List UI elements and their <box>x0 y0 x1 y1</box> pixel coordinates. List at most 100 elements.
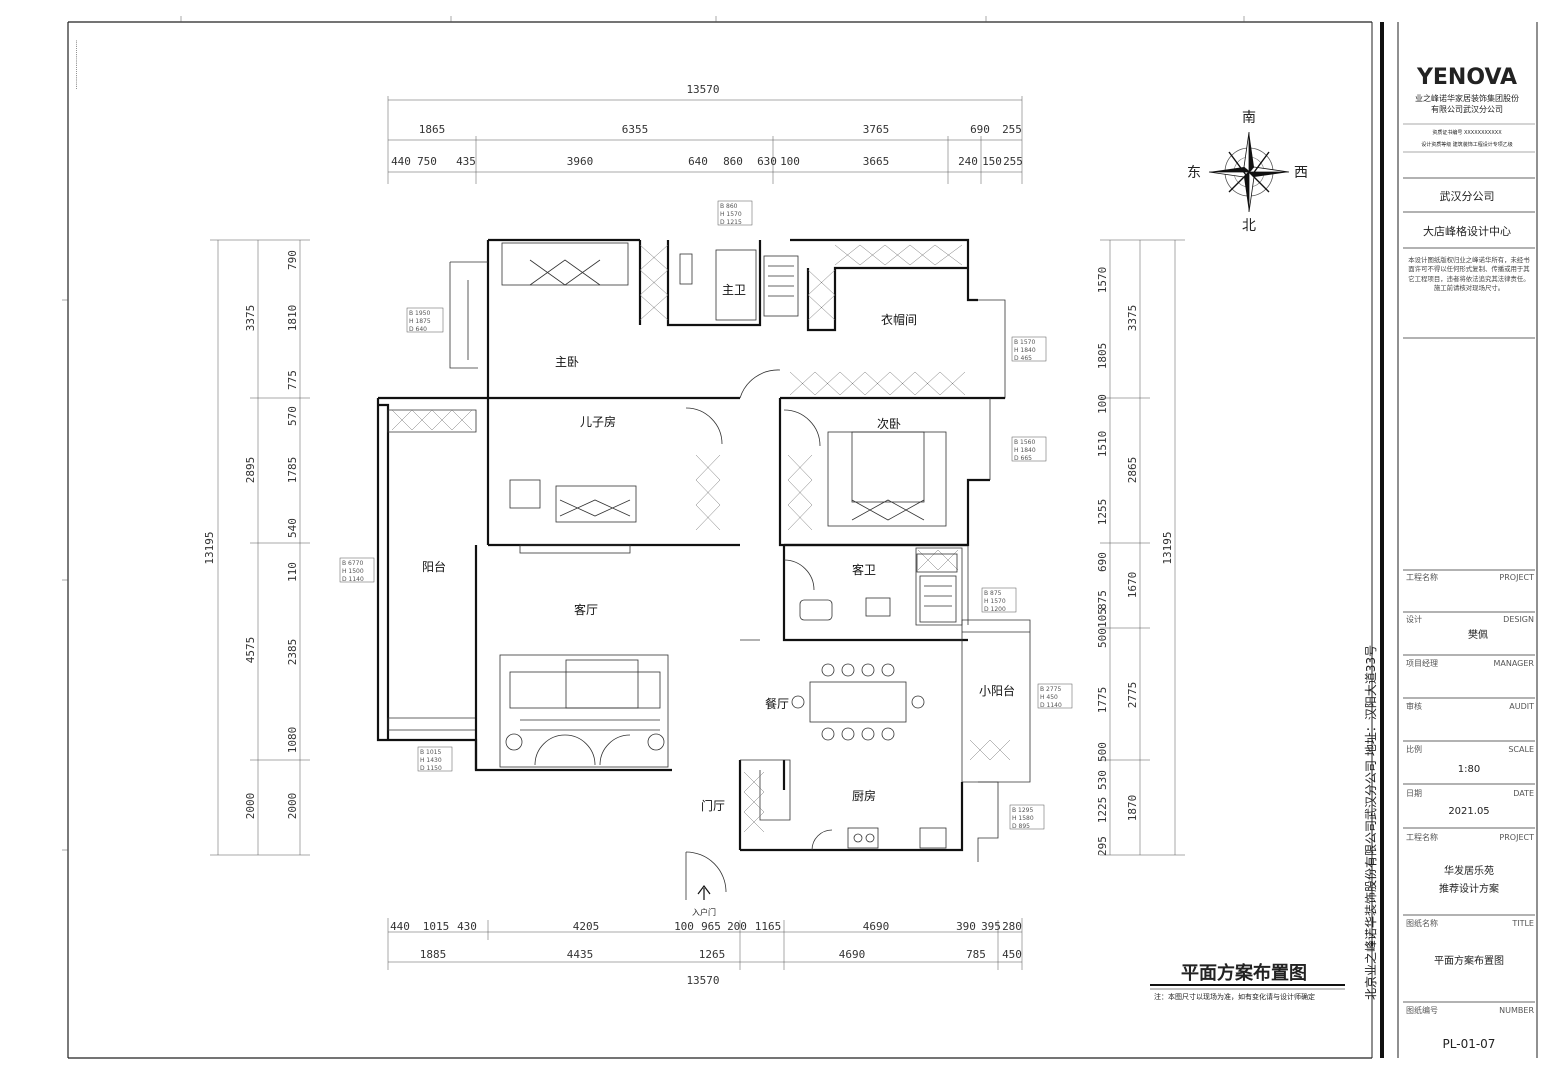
bottom2-dim-6: 450 <box>1002 948 1022 961</box>
top-dimensions: 13570 1865 6355 3765 690 255 440 750 435… <box>387 83 1023 184</box>
right-dimensions: 13195 3375 2865 1670 2775 1870 1570 1805… <box>1096 239 1185 856</box>
svg-text:D 1140: D 1140 <box>1040 702 1062 709</box>
title-audit-tag: AUDIT <box>1509 702 1534 711</box>
bottom2-dim-2: 4435 <box>567 948 594 961</box>
left-total-dimension: 13195 <box>203 531 216 564</box>
title-audit-label: 审核 <box>1406 701 1422 711</box>
title-drawing-name-label: 图纸名称 <box>1406 918 1438 928</box>
room-master-bath: 主卫 <box>722 283 746 297</box>
right2-dim-4: 1510 <box>1096 431 1109 458</box>
right-total-dimension: 13195 <box>1161 531 1174 564</box>
left2-dim-3: 775 <box>286 370 299 390</box>
title-scale-tag: SCALE <box>1508 745 1534 754</box>
right2-dim-10: 1775 <box>1096 687 1109 714</box>
top2-dim-9: 3665 <box>863 155 890 168</box>
compass-rose: 南 北 东 西 <box>1187 110 1308 234</box>
drawing-name-value: 平面方案布置图 <box>1434 954 1504 967</box>
title-drawing-no-label: 图纸编号 <box>1406 1005 1438 1015</box>
left-dim-4: 2000 <box>244 793 257 820</box>
svg-text:H 1840: H 1840 <box>1014 347 1036 354</box>
bottom-dim-1: 440 <box>390 920 410 933</box>
left2-dim-2: 1810 <box>286 305 299 332</box>
right2-dim-12: 530 <box>1096 770 1109 790</box>
window-tag-8: B 1015 H 1430 D 1150 <box>417 746 453 772</box>
left-dim-2: 2895 <box>244 457 257 484</box>
drawing-title: 平面方案布置图 <box>1181 962 1307 984</box>
room-sons-room: 儿子房 <box>580 414 616 429</box>
room-cloakroom: 衣帽间 <box>881 312 917 327</box>
left-dim-1: 3375 <box>244 305 257 332</box>
company-line-1: 业之峰诺华家居装饰集团股份 <box>1415 93 1519 103</box>
window-tag-4: B 1560 H 1840 D 665 <box>1011 436 1047 462</box>
design-center-name: 大店峰格设计中心 <box>1423 224 1511 238</box>
top2-dim-11: 150 <box>982 155 1002 168</box>
top2-dim-2: 750 <box>417 155 437 168</box>
top2-dim-3: 435 <box>456 155 476 168</box>
compass-west-label: 西 <box>1294 165 1308 181</box>
floor-plan <box>376 238 1031 900</box>
title-design-label: 设计 <box>1406 614 1422 624</box>
right-dim-5: 1870 <box>1126 795 1139 822</box>
svg-text:H 1500: H 1500 <box>342 568 364 575</box>
window-tag-5: B 6770 H 1500 D 1140 <box>339 557 375 583</box>
top2-dim-5: 640 <box>688 155 708 168</box>
drawing-number-value: PL-01-07 <box>1443 1037 1496 1051</box>
right2-dim-1: 1570 <box>1096 267 1109 294</box>
cert-line-1: 资质证书编号 XXXXXXXXXXX <box>1432 129 1502 136</box>
svg-text:B 860: B 860 <box>720 203 738 210</box>
right-dim-2: 2865 <box>1126 457 1139 484</box>
drawing-title-block: 平面方案布置图 注：本图尺寸以现场为准，如有变化请与设计师确定 <box>1150 962 1345 1001</box>
svg-text:B 1015: B 1015 <box>420 749 441 756</box>
room-living-room: 客厅 <box>574 602 598 617</box>
top2-dim-8: 100 <box>780 155 800 168</box>
svg-text:B 1560: B 1560 <box>1014 439 1035 446</box>
title-drawing-no-tag: NUMBER <box>1499 1006 1534 1015</box>
sheet-border: .......................... <box>62 16 1384 1059</box>
title-date-label: 日期 <box>1406 789 1422 798</box>
right2-dim-11: 500 <box>1096 742 1109 762</box>
svg-text:B 1570: B 1570 <box>1014 339 1035 346</box>
left2-dim-7: 110 <box>286 562 299 582</box>
compass-star-icon <box>1208 131 1290 213</box>
svg-text:H 1580: H 1580 <box>1012 815 1034 822</box>
svg-text:B 1950: B 1950 <box>409 310 430 317</box>
title-project-top-tag: PROJECT <box>1499 573 1534 582</box>
bottom-dim-10: 390 <box>956 920 976 933</box>
bottom-dim-3: 430 <box>457 920 477 933</box>
left2-dim-10: 2000 <box>286 793 299 820</box>
top-dim-5: 255 <box>1002 123 1022 136</box>
bottom-total-dimension: 13570 <box>686 974 719 987</box>
svg-text:D 895: D 895 <box>1012 823 1030 830</box>
cert-line-2: 设计资质等级 建筑装饰工程设计专项乙级 <box>1421 141 1513 148</box>
left-dimensions: 13195 3375 2895 4575 2000 790 1810 775 5… <box>203 239 310 856</box>
bottom-dimensions: 440 1015 430 4205 100 965 200 1165 4690 … <box>387 918 1023 987</box>
left2-dim-4: 570 <box>286 406 299 426</box>
top2-dim-4: 3960 <box>567 155 594 168</box>
right2-dim-14: 295 <box>1096 836 1109 856</box>
left2-dim-9: 1080 <box>286 727 299 754</box>
top-dim-4: 690 <box>970 123 990 136</box>
svg-text:..........................: .......................... <box>74 40 81 90</box>
bottom-dim-12: 280 <box>1002 920 1022 933</box>
svg-text:B 2775: B 2775 <box>1040 686 1061 693</box>
right2-dim-13: 1225 <box>1096 797 1109 824</box>
right2-dim-7: 500 <box>1096 628 1109 648</box>
title-date-tag: DATE <box>1513 789 1534 798</box>
window-tags: B 1950 H 1875 D 640 B 860 H 1570 D 1215 … <box>339 200 1073 830</box>
copyright-notice-box: 本设计图纸版权归业之峰诺华所有，未经书面许可不得以任何形式复制、传播或用于其它工… <box>1408 256 1529 292</box>
room-second-bedroom: 次卧 <box>877 417 901 431</box>
top2-dim-1: 440 <box>391 155 411 168</box>
svg-text:B 6770: B 6770 <box>342 560 363 567</box>
compass-south-label: 南 <box>1242 110 1256 126</box>
right2-dim-8: 105 <box>1096 608 1109 628</box>
right2-dim-2: 1805 <box>1096 343 1109 370</box>
left-dim-3: 4575 <box>244 637 257 664</box>
bottom-dim-11: 395 <box>981 920 1001 933</box>
top-dim-2: 6355 <box>622 123 649 136</box>
svg-text:D 1215: D 1215 <box>720 219 742 226</box>
title-block: YENOVA 业之峰诺华家居装饰集团股份 有限公司武汉分公司 资质证书编号 XX… <box>1397 22 1538 1058</box>
entrance-label: 入户门 <box>692 907 716 917</box>
room-foyer: 门厅 <box>701 798 725 813</box>
top2-dim-6: 860 <box>723 155 743 168</box>
brand-logo: YENOVA <box>1416 65 1517 90</box>
